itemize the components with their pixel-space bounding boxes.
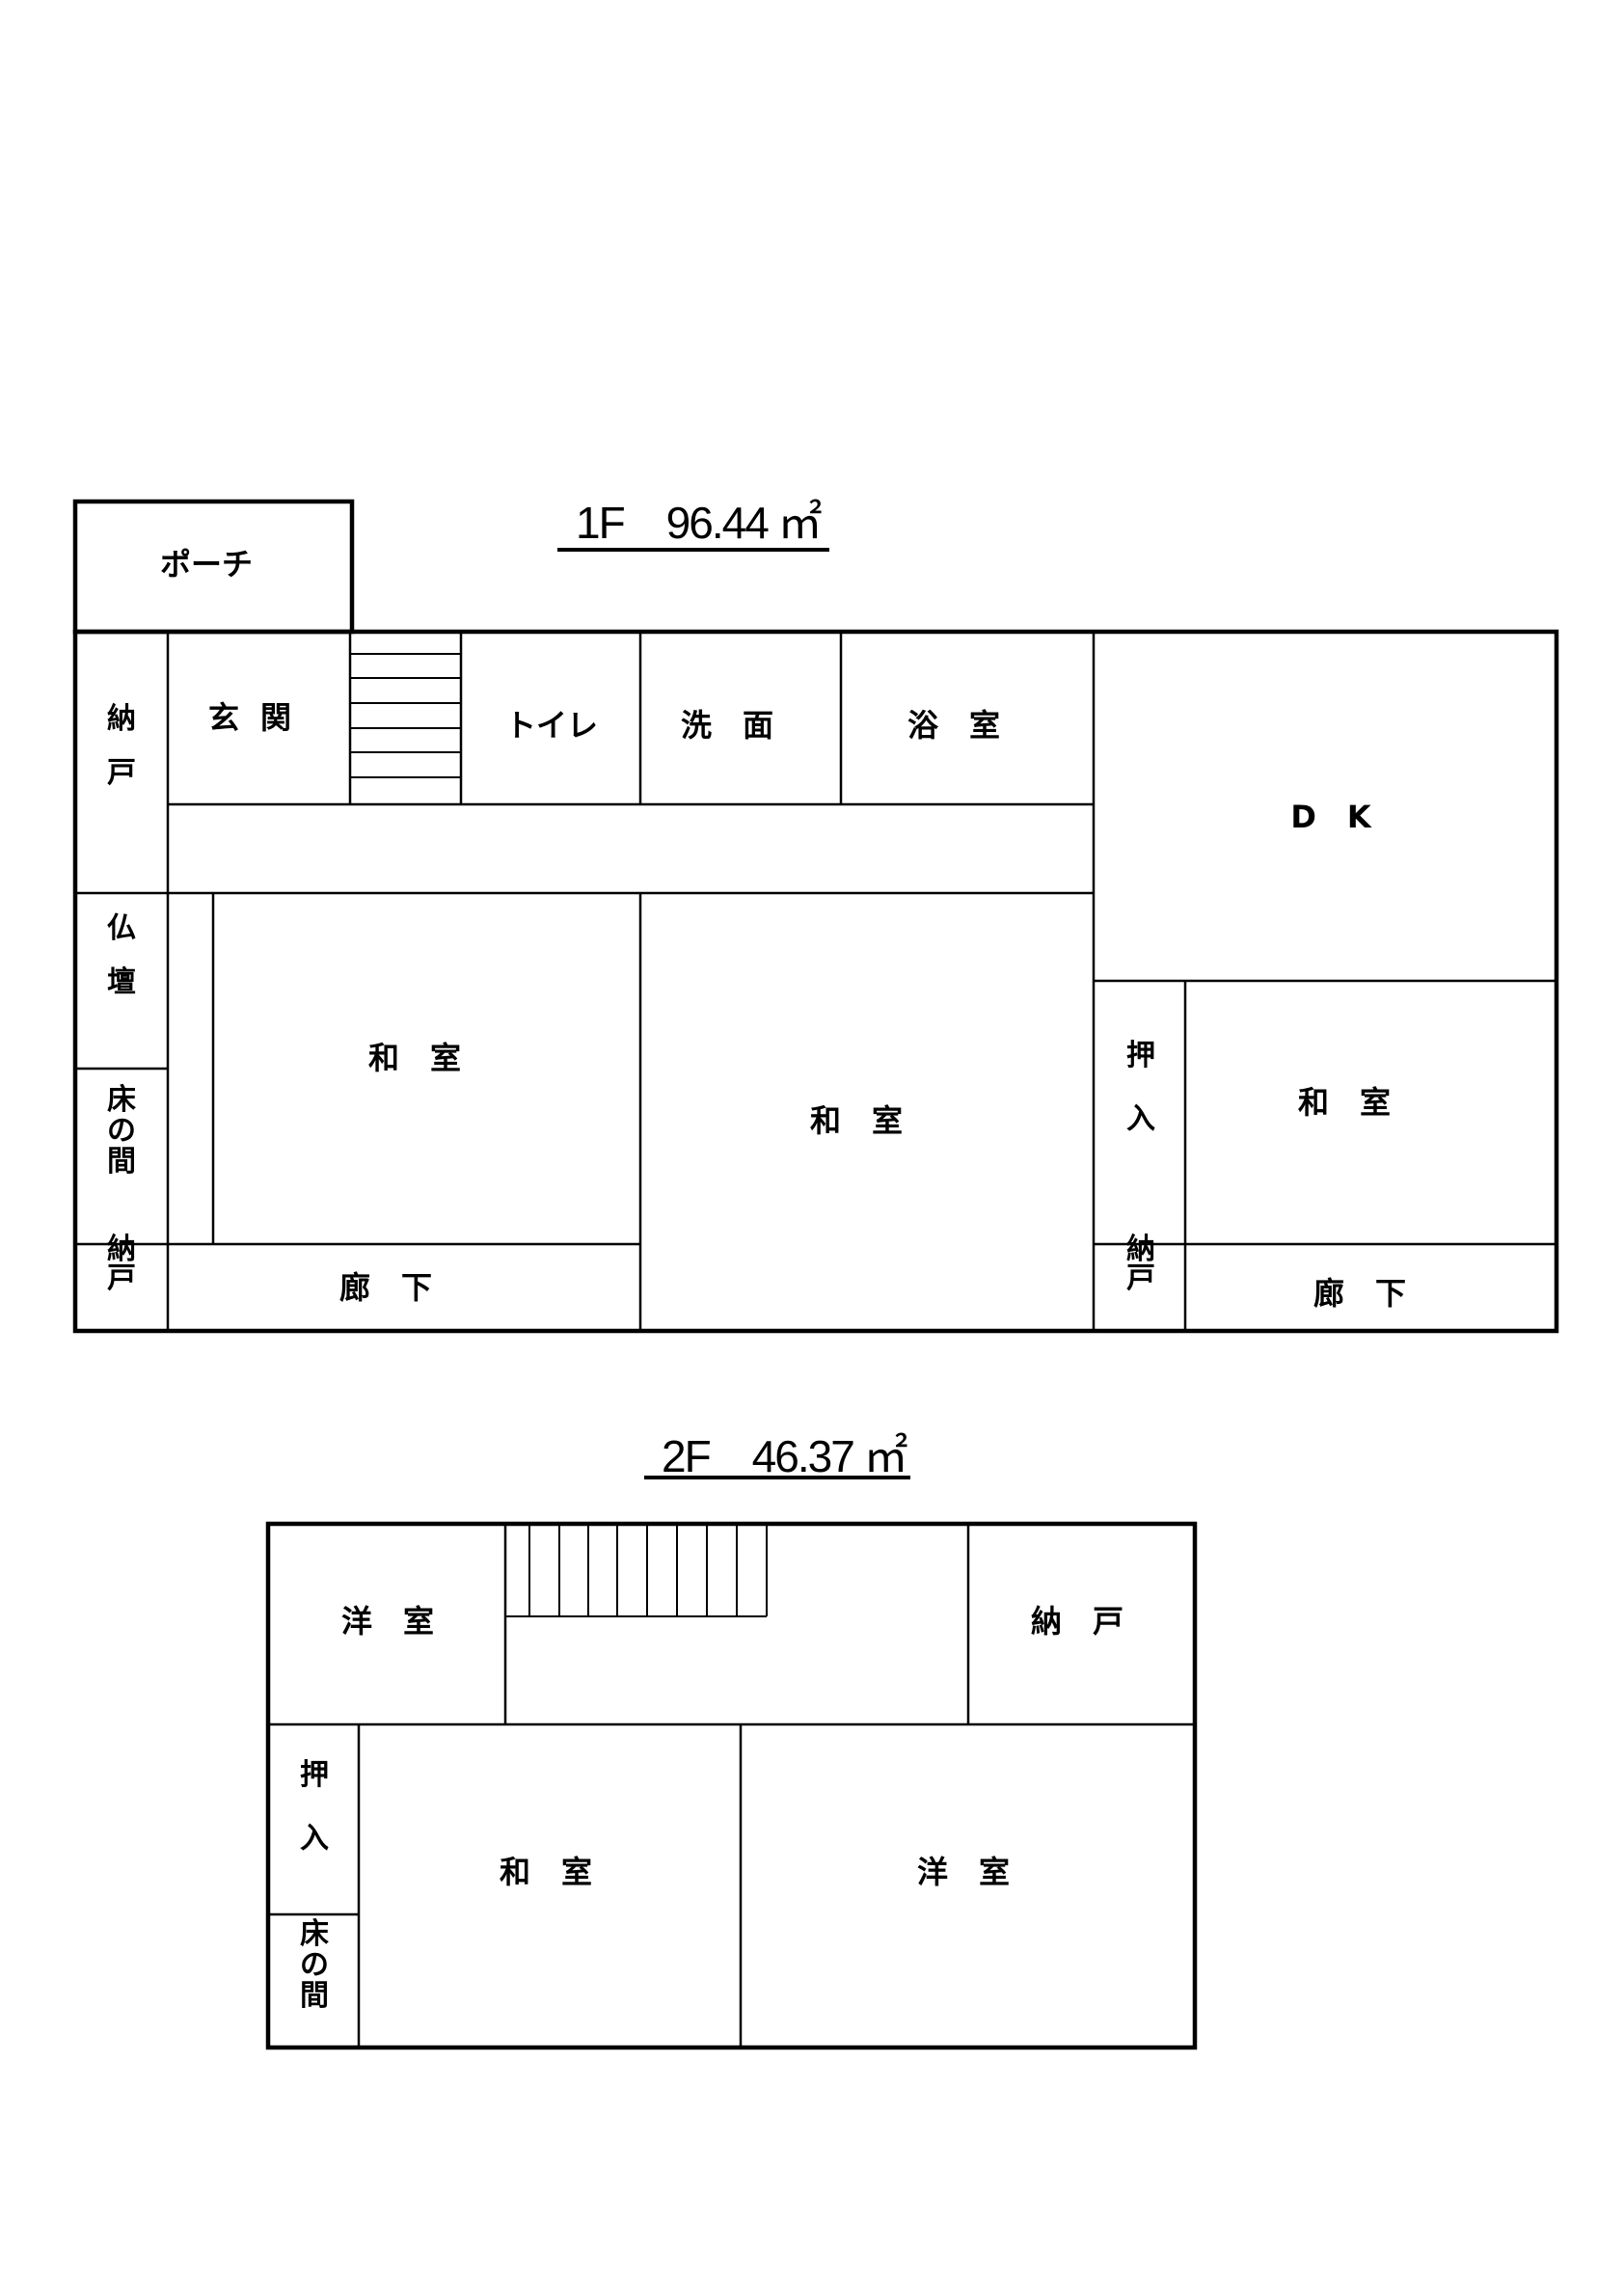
- room-tokonoma: 床の間: [107, 1083, 136, 1179]
- room-oshiire-2f: 押入: [300, 1758, 329, 1856]
- room-dk: D K: [1290, 799, 1372, 835]
- room-oshiire-1f: 押入: [1126, 1039, 1155, 1136]
- room-storage-bottom-left: 納戸: [107, 1233, 136, 1295]
- floor1-stairs: [350, 653, 461, 778]
- floor1-plan: 1F 96.44 ㎡ ポーチ: [72, 498, 1559, 1334]
- room-corridor-right: 廊 下: [1313, 1275, 1406, 1312]
- floor2-plan: 2F 46.37 ㎡ 洋室 納戸 和室 洋室 押入 床の間: [265, 1431, 1198, 2050]
- room-toilet: トイレ: [505, 707, 598, 744]
- floor2-stairs: [505, 1524, 768, 1617]
- room-tokonoma-2f: 床の間: [300, 1917, 329, 2013]
- room-washitsu-left: 和室: [368, 1040, 492, 1076]
- room-washroom: 洗面: [681, 707, 804, 744]
- room-porch: ポーチ: [160, 546, 253, 583]
- room-storage-bottom-right: 納戸: [1126, 1233, 1155, 1295]
- room-bathroom: 浴室: [907, 707, 1031, 744]
- floor2-outline: [265, 1521, 1198, 2050]
- room-butsudan: 仏壇: [107, 911, 136, 999]
- room-storage-2f: 納戸: [1031, 1603, 1154, 1640]
- room-entrance: 玄関: [208, 699, 312, 736]
- room-storage-top-left: 納戸: [107, 702, 136, 790]
- floor2-title: 2F 46.37 ㎡: [662, 1431, 907, 1481]
- room-washitsu-2f: 和室: [500, 1854, 623, 1890]
- room-youshitsu-top: 洋室: [341, 1603, 465, 1640]
- room-washitsu-center: 和室: [810, 1102, 934, 1139]
- room-washitsu-right: 和室: [1298, 1084, 1421, 1121]
- room-corridor-left: 廊 下: [339, 1269, 432, 1306]
- room-youshitsu-bottom: 洋室: [917, 1854, 1041, 1890]
- floor1-title: 1F 96.44 ㎡: [576, 498, 822, 548]
